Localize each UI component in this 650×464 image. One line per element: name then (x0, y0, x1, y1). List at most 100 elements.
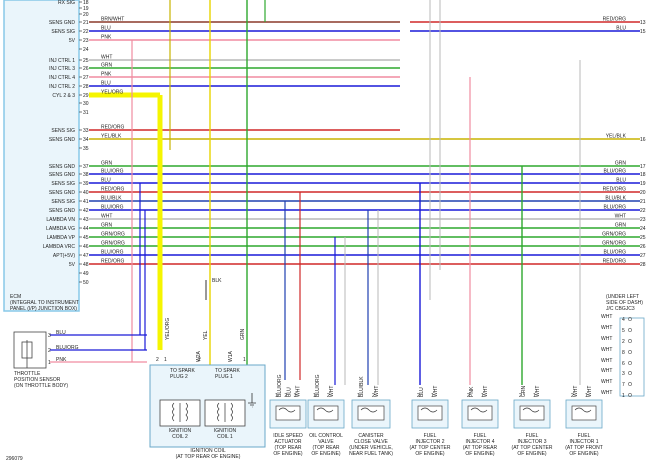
tps-pin-number: 3 (48, 333, 51, 339)
ecm-pin-number-29: 29 (83, 93, 89, 99)
wire-label-43: WHT (101, 214, 112, 220)
right-pin-44: 24 (640, 226, 646, 232)
wire-label-22: BLU (101, 26, 111, 32)
ecm-pin-number-47: 47 (83, 253, 89, 259)
oil-control-valve-label-2: (TOP REAR (312, 445, 339, 451)
jc-pin-icon (628, 350, 632, 354)
jc-pin-number: 2 (622, 339, 625, 345)
jc-pin-number: 7 (622, 382, 625, 388)
fuel-injector-1-wire-label: WHT (573, 386, 579, 397)
ecm-pin-label-41: SENS SIG (51, 199, 75, 205)
ecm-pin-number-43: 43 (83, 217, 89, 223)
tps-pin-number: 1 (48, 360, 51, 366)
solenoid-icon (522, 407, 540, 413)
fuel-injector-4-label-2: (AT TOP REAR (463, 445, 498, 451)
wire-label-37: GRN (101, 161, 113, 167)
solenoid-icon (360, 407, 378, 413)
ecm-pin-label-45: LAMBDA VP (47, 235, 76, 241)
right-wire-label: RED/ORG (603, 187, 626, 193)
idle-speed-actuator-pin-number: 3 (294, 393, 297, 399)
ecm-pin-label-33: SENS SIG (51, 128, 75, 134)
right-pin-40: 20 (640, 190, 646, 196)
jc-pin-icon (628, 393, 632, 397)
jc-pin-icon (628, 361, 632, 365)
right-wire-label: BLU/ORG (603, 205, 626, 211)
coil-winding-icon (172, 402, 175, 422)
ecm-pin-label-29: CYL 2 & 3 (52, 93, 75, 99)
jc-wire-label: WHT (601, 347, 612, 353)
jc-pin-number: 4 (622, 317, 625, 323)
fuel-injector-1-label-0: FUEL (578, 433, 591, 439)
right-pin-45: 25 (640, 235, 646, 241)
jc-wire-label: WHT (601, 379, 612, 385)
coil2-label-2: COIL 2 (172, 434, 188, 440)
wire-layer (50, 0, 640, 385)
fuel-injector-4-wire-label: WHT (483, 386, 489, 397)
fuel-injector-2-label-3: OF ENGINE) (415, 451, 445, 457)
canister-close-valve-label-2: (UNDER VEHICLE, (349, 445, 393, 451)
ecm-pin-label-27: INJ CTRL 4 (49, 75, 75, 81)
tps-label-2: POSITION SENSOR (14, 377, 61, 383)
right-wire-label: GRN (615, 223, 627, 229)
jc-wire-label: WHT (601, 325, 612, 331)
tps-box (13, 331, 47, 369)
ecm-pin-label-47: APT(+5V) (53, 253, 75, 259)
solenoid-icon (574, 407, 592, 413)
oil-control-valve-label-3: OF ENGINE) (311, 451, 341, 457)
ecm-pin-number-37: 37 (83, 164, 89, 170)
top-right-wire-label: BLU (616, 26, 626, 32)
right-pin-46: 26 (640, 244, 646, 250)
ecm-pin-number-18: 18 (83, 0, 89, 6)
junction-connector-box (619, 317, 645, 397)
ecm-subtitle: (INTEGRAL TO INSTRUMENT (10, 300, 79, 306)
tps-label-3: (ON THROTTLE BODY) (14, 383, 68, 389)
right-wire-label: GRN/ORG (602, 241, 626, 247)
solenoid-icon (470, 407, 488, 413)
ecm-pin-number-44: 44 (83, 226, 89, 232)
right-pin-38: 18 (640, 172, 646, 178)
ecm-pin-number-49: 49 (83, 271, 89, 277)
ecm-pin-number-24: 24 (83, 47, 89, 53)
fuel-injector-3-label-2: (AT TOP CENTER (512, 445, 553, 451)
fuel-injector-2-label-2: (AT TOP CENTER (410, 445, 451, 451)
jc-label-3: J/C CBGJC3 (606, 306, 635, 312)
coil-winding-icon (230, 402, 233, 422)
jc-wire-label: WHT (601, 336, 612, 342)
right-wire-label: BLU/BLK (605, 196, 626, 202)
wire-label-27: PNK (101, 72, 112, 78)
jc-pin-number: 1 (622, 393, 625, 399)
jc-wire-label: WHT (601, 368, 612, 374)
wire-label-38: BLU/ORG (101, 169, 124, 175)
oil-control-valve-wire-label: BLU/ORG (315, 374, 321, 397)
idle-speed-actuator-body (275, 405, 301, 421)
blk-wire-label: BLK (212, 278, 222, 284)
ecm-pin-label-48: 5V (69, 262, 76, 268)
ecm-pin-label-18: RX SIG (58, 0, 75, 6)
wire-label-48: RED/ORG (101, 259, 124, 265)
idle-speed-actuator-label-2: (TOP REAR (274, 445, 301, 451)
canister-close-valve-body (357, 405, 385, 421)
ecm-pin-number-50: 50 (83, 280, 89, 286)
fuel-injector-2-body (417, 405, 443, 421)
plug-a-label-2: PLUG 2 (170, 374, 188, 380)
fuel-injector-1-label-3: OF ENGINE) (569, 451, 599, 457)
fuel-injector-2-pin-number: 1 (431, 393, 434, 399)
fuel-injector-3-label-0: FUEL (526, 433, 539, 439)
ignition-pin-number: 1 (243, 357, 246, 363)
ecm-pin-label-46: LAMBDA VRC (43, 244, 76, 250)
ecm-pin-number-19: 19 (83, 6, 89, 12)
fuel-injector-3-wire-label: WHT (535, 386, 541, 397)
right-pin-34: 16 (640, 137, 646, 143)
ecm-pin-number-31: 31 (83, 110, 89, 116)
ecm-box (3, 0, 80, 312)
oil-control-valve-wire-label: WHT (329, 386, 335, 397)
right-pin-41: 21 (640, 199, 646, 205)
wire-label-42: BLU/ORG (101, 205, 124, 211)
jc-pin-icon (628, 339, 632, 343)
ecm-pin-label-23: 5V (69, 38, 76, 44)
ecm-pin-number-34: 34 (83, 137, 89, 143)
ignition-pin-number: 1 (164, 357, 167, 363)
ecm-pin-label-28: INJ CTRL 2 (49, 84, 75, 90)
ecm-pin-label-40: SENS GND (49, 190, 76, 196)
